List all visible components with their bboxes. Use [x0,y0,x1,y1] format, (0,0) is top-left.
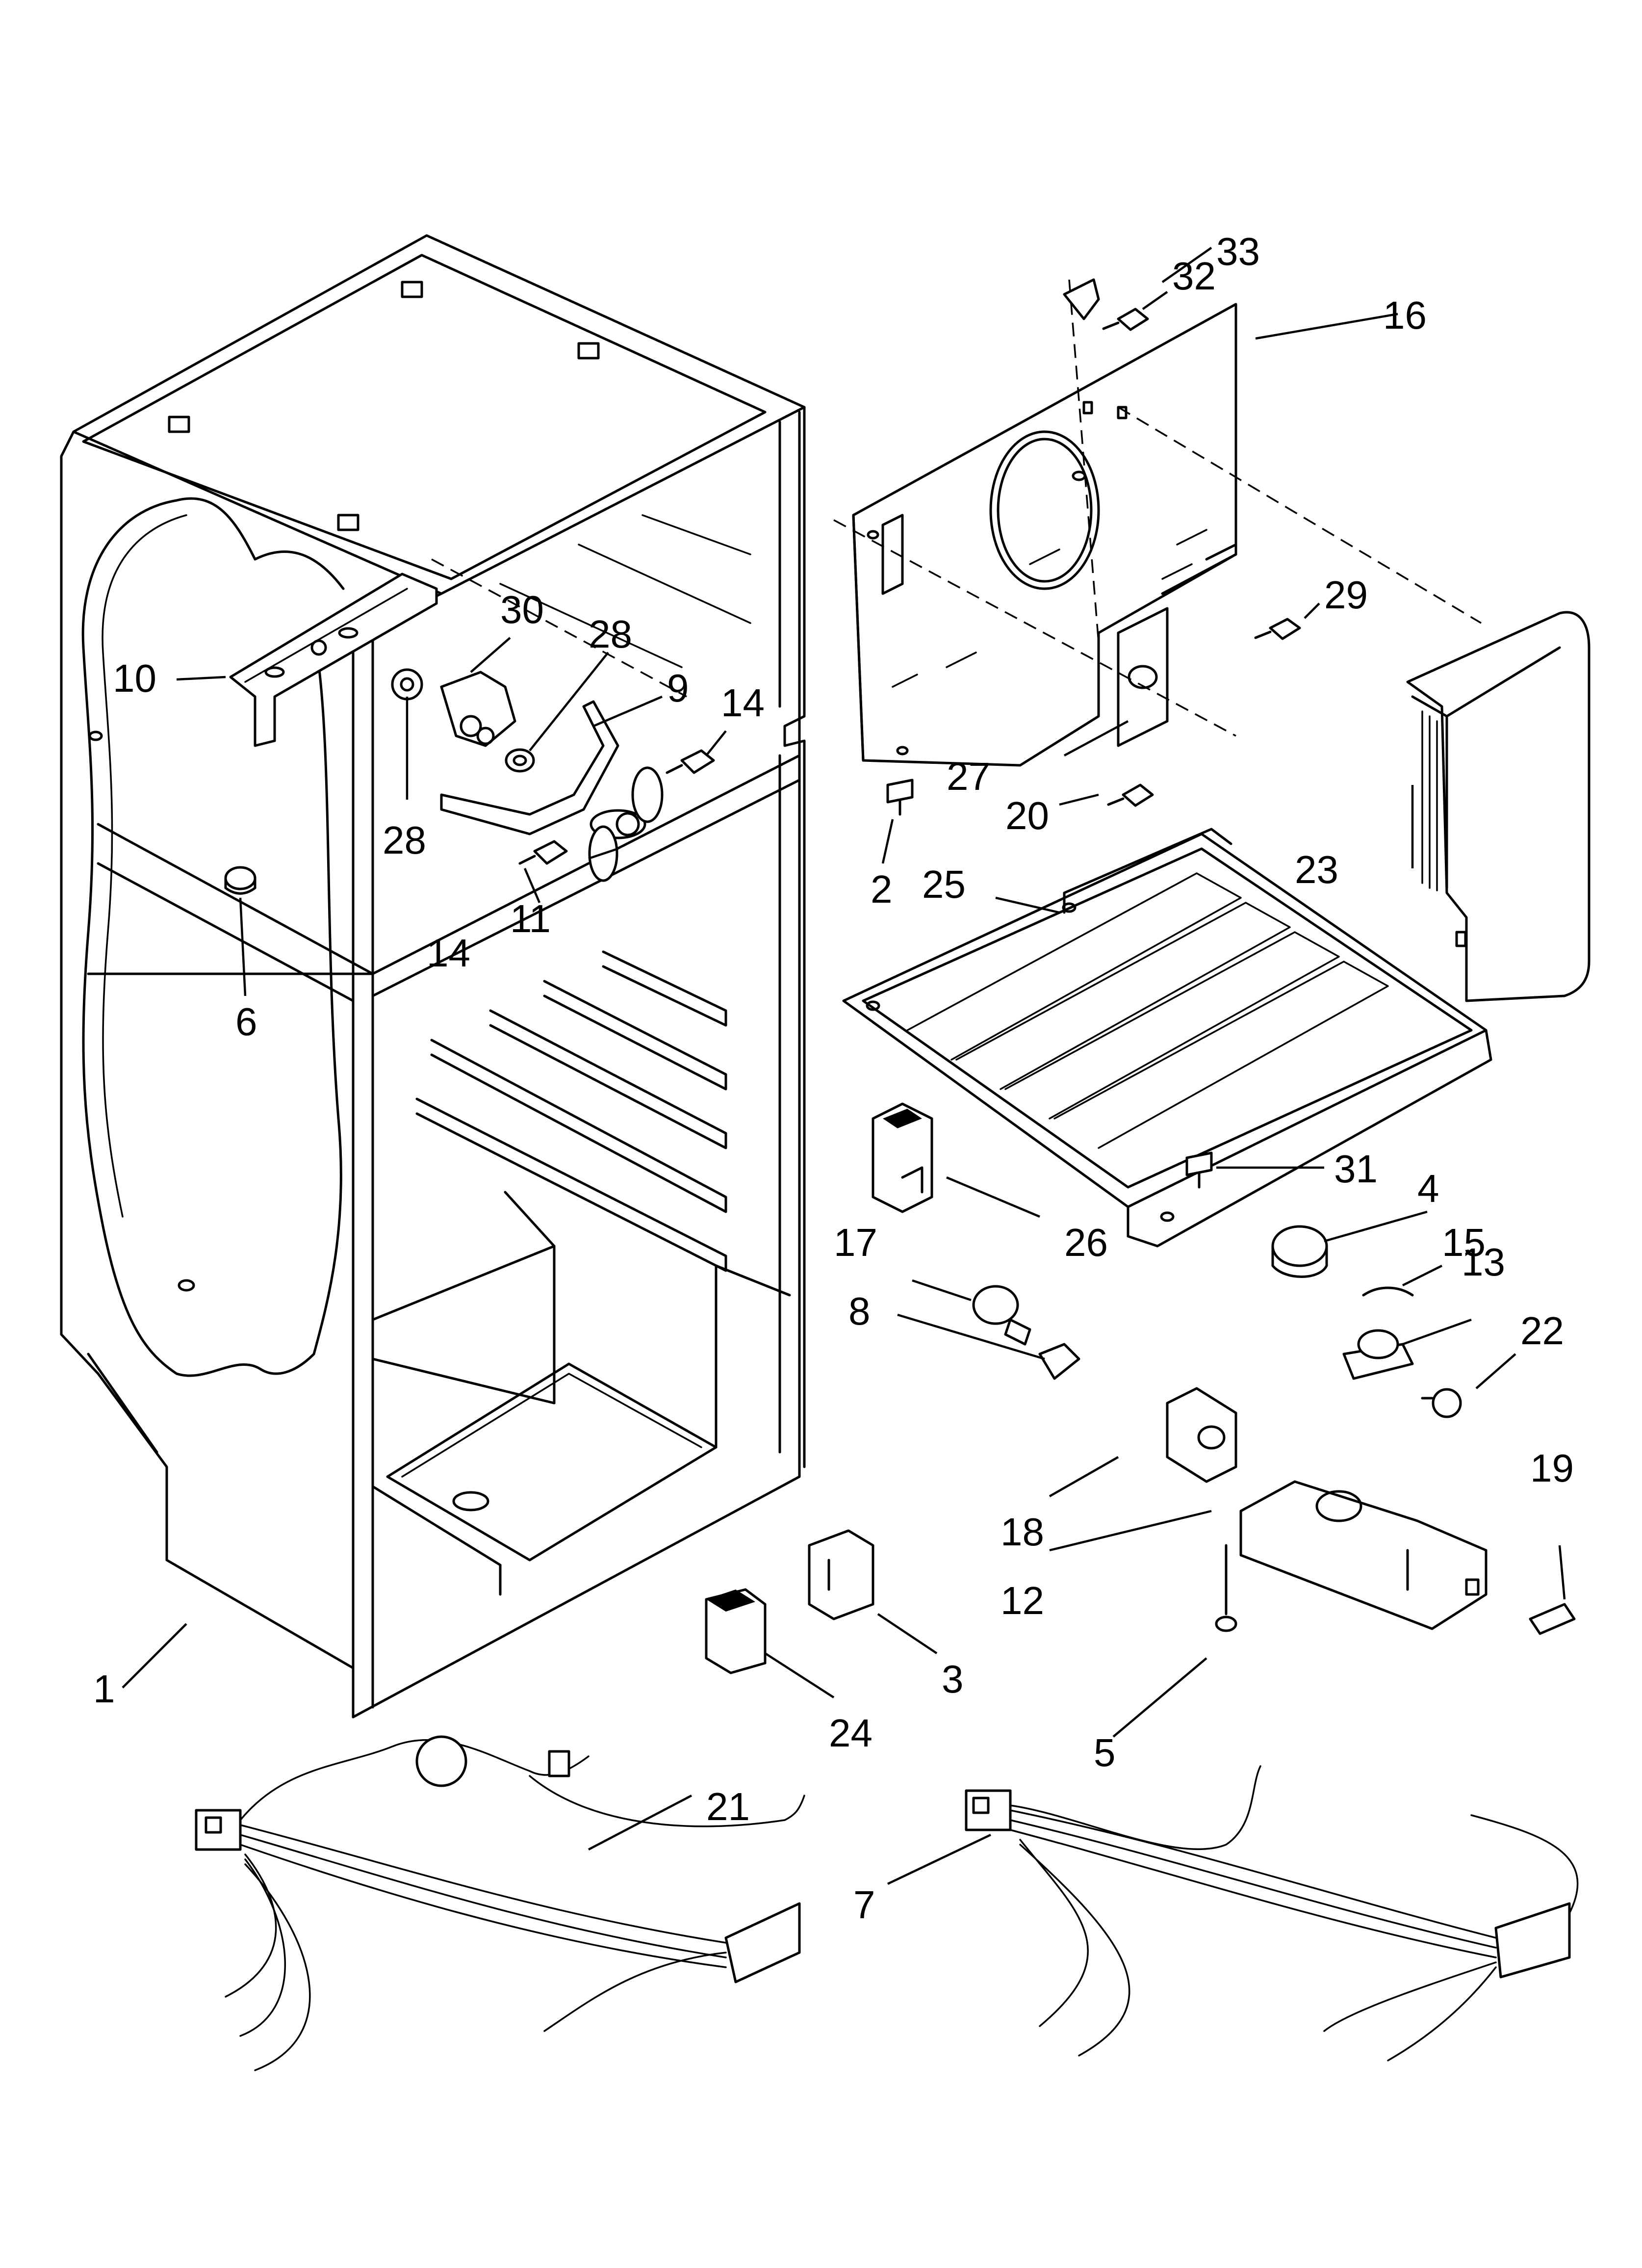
callout-9: 9 [667,666,689,710]
callout-23: 23 [1295,848,1338,891]
callout-24: 24 [829,1711,872,1755]
screw [666,749,715,774]
callout-14-upper: 14 [721,681,765,725]
callout-15: 15 [1442,1221,1486,1264]
callout-28-right: 28 [589,612,632,656]
callout-17: 17 [834,1221,877,1264]
light-shield [1166,1387,1237,1483]
screw [1107,783,1154,807]
shelf-supports [415,950,727,1272]
callout-3: 3 [942,1657,964,1701]
callout-22: 22 [1520,1309,1564,1353]
rivet [1185,1151,1213,1189]
callout-25: 25 [922,862,966,906]
switch [705,1588,767,1674]
wire-connector [1421,1388,1462,1418]
callout-13: 13 [1462,1240,1505,1284]
callout-32: 32 [1172,254,1216,298]
callout-26: 26 [1064,1221,1108,1264]
tube [1362,1286,1414,1297]
connector-block [808,1529,874,1620]
callout-12: 12 [1001,1579,1044,1622]
callout-labels: 1 2 3 4 5 6 7 8 9 10 11 12 13 14 14 15 1… [93,230,1574,1927]
harness [965,1765,1579,2061]
knob [391,668,423,701]
air-duct-cover [1406,611,1591,1002]
fan-motor-bracket [440,700,619,835]
refrigerator-cabinet [60,234,806,1719]
screw [518,840,568,865]
light-switch-housing [872,1102,933,1213]
rear-evaporator-cover [833,279,1482,767]
harness-wires [239,1739,805,1968]
rivet [886,779,914,816]
callout-2: 2 [871,867,893,911]
plug-button [224,866,257,895]
callout-18: 18 [1001,1510,1044,1554]
defrost-thermostat [1342,1329,1414,1380]
callout-1: 1 [93,1667,115,1711]
callout-33: 33 [1216,230,1260,273]
callout-20: 20 [1005,794,1049,837]
harness [195,1735,805,2071]
callout-8: 8 [848,1289,871,1333]
callout-29: 29 [1324,573,1368,617]
callout-21: 21 [706,1785,750,1828]
callout-14-lower: 14 [427,931,470,975]
callout-7: 7 [853,1883,875,1927]
clip [1529,1603,1576,1635]
screw [1215,1544,1237,1632]
control-box [1239,1480,1488,1630]
duct-louvers [1421,710,1438,891]
callout-10: 10 [113,656,156,700]
light-socket [1038,1343,1080,1380]
defrost-timer [1271,1225,1328,1278]
callout-5: 5 [1094,1731,1116,1774]
leader-lines [122,247,1566,1885]
callout-11: 11 [510,897,551,940]
callout-31: 31 [1334,1147,1378,1191]
evaporator-tray [842,828,1492,1248]
bracket-clip [1063,278,1100,320]
fan-blade [588,766,664,882]
light-bulb [972,1285,1031,1346]
screw [1254,618,1301,640]
callout-19: 19 [1530,1446,1574,1490]
callout-4: 4 [1417,1167,1439,1210]
tray-ribs [906,872,1389,1149]
callout-6: 6 [235,1000,257,1043]
callout-30: 30 [500,588,544,631]
air-duct-bracket [229,573,438,747]
callout-28-left: 28 [383,818,426,862]
screw [1102,308,1149,331]
callout-16: 16 [1383,293,1427,337]
callout-27: 27 [947,755,990,798]
control-housing [440,671,516,747]
washer [505,748,535,773]
